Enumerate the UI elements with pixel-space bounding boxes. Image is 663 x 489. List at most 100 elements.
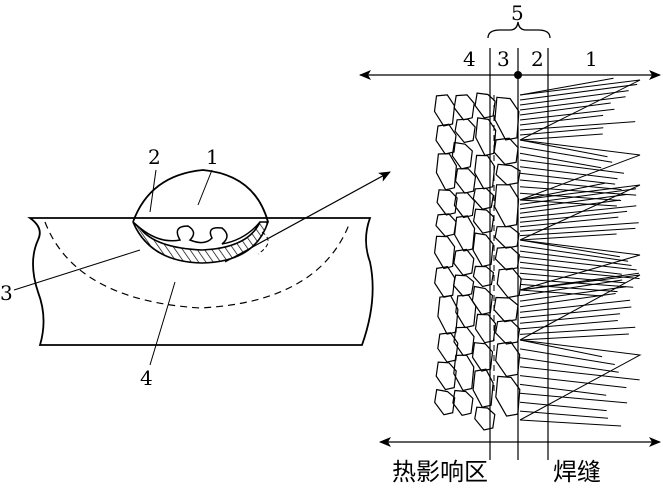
columnar-grain-line — [519, 182, 605, 201]
columnar-grain-line — [519, 121, 636, 131]
grain — [472, 208, 495, 234]
grain — [453, 248, 475, 276]
columnar-grain-line — [519, 299, 631, 313]
grain — [494, 96, 520, 141]
grain — [435, 123, 457, 155]
zone-label-2: 2 — [531, 47, 544, 71]
columnar-grain-line — [519, 401, 607, 412]
columnar-grain-line — [519, 210, 628, 223]
columnar-grain-line — [519, 152, 602, 169]
columnar-grain-line — [519, 289, 604, 297]
haz-boundary — [44, 221, 351, 309]
fusion-zone — [132, 221, 270, 264]
columnar-grain-line — [519, 199, 617, 207]
columnar-grain-line — [519, 216, 619, 228]
columnar-grain-line — [519, 366, 640, 381]
columnar-grain-line — [519, 419, 622, 427]
columnar-grain-line — [519, 108, 615, 121]
grain — [472, 265, 495, 288]
grain — [453, 215, 476, 252]
grain — [454, 168, 477, 194]
grain — [474, 313, 497, 344]
label-4: 4 — [140, 366, 153, 390]
columnar-grain-line — [519, 188, 637, 205]
leader-1 — [197, 169, 213, 206]
grain — [494, 226, 520, 249]
columnar-grain-line — [519, 166, 618, 180]
weld-cross-section: 1 2 3 4 — [0, 145, 391, 390]
grain — [433, 235, 456, 270]
columnar-grain-line — [519, 261, 622, 275]
grain — [436, 189, 458, 216]
grain — [495, 375, 521, 417]
columnar-wedge — [519, 239, 641, 291]
leader-4 — [149, 281, 176, 366]
columnar-grain-line — [519, 227, 636, 237]
columnar-grain-line — [519, 326, 636, 335]
columnar-grain-line — [519, 102, 611, 116]
grain — [493, 184, 520, 228]
grain — [435, 213, 457, 237]
zone-label-4: 4 — [463, 47, 476, 71]
columnar-grain-line — [519, 77, 614, 96]
columnar-grain-line — [519, 133, 603, 141]
columnar-grain-line — [519, 239, 620, 258]
columnar-grain-line — [519, 313, 621, 324]
weld-dashed-arc — [257, 231, 269, 255]
columnar-grain-line — [519, 357, 619, 373]
columnar-grain-line — [519, 272, 626, 284]
columnar-grain-line — [519, 339, 603, 358]
columnar-wedge — [519, 274, 641, 341]
leader-2 — [149, 169, 157, 213]
label-3: 3 — [0, 281, 13, 305]
grain — [474, 406, 496, 431]
columnar-grain-line — [519, 256, 637, 271]
grain — [453, 94, 475, 121]
columnar-wedge — [519, 339, 642, 421]
columnar-grain-line — [519, 320, 618, 330]
columnar-grain-line — [519, 392, 628, 404]
columnar-grain-line — [519, 194, 627, 210]
columnar-grain-line — [519, 90, 629, 106]
microstructure-zones: 5 4 3 2 1 热影响区 焊缝 — [359, 1, 661, 486]
grain — [471, 342, 494, 372]
grain — [455, 294, 477, 329]
columnar-grain-line — [519, 192, 622, 201]
grain — [437, 295, 459, 335]
grain — [494, 246, 521, 271]
base-plate — [27, 217, 374, 346]
columnar-grain-line — [519, 375, 627, 389]
label-weld: 焊缝 — [553, 458, 601, 486]
columnar-grain-line — [519, 83, 638, 101]
grain — [453, 192, 476, 219]
grain — [453, 326, 475, 357]
columnar-grain-line — [519, 186, 637, 196]
weld-crown — [132, 169, 269, 223]
grain — [473, 154, 496, 190]
columnar-grain-line — [519, 159, 625, 174]
columnar-grain-line — [519, 410, 609, 419]
columnar-wedge — [519, 79, 641, 141]
columnar-grain-line — [519, 333, 629, 341]
columnar-grain-line — [519, 286, 627, 302]
grain — [434, 265, 456, 298]
haz-grain-structure — [433, 92, 522, 431]
columnar-grain-line — [519, 279, 623, 297]
grain — [472, 368, 494, 408]
label-2: 2 — [148, 145, 161, 169]
columnar-grain-line — [519, 306, 632, 319]
grain — [495, 163, 521, 186]
columnar-grain-line — [519, 222, 639, 232]
columnar-wedge — [519, 139, 641, 201]
grain — [472, 232, 494, 268]
grain — [451, 141, 473, 170]
grain — [435, 152, 458, 191]
columnar-grain-line — [519, 127, 604, 136]
grain — [471, 285, 494, 316]
columnar-grain-line — [519, 245, 629, 262]
grain — [433, 94, 456, 127]
grain — [475, 117, 497, 157]
direction-arrow — [224, 171, 391, 263]
columnar-grain-line — [519, 267, 640, 280]
